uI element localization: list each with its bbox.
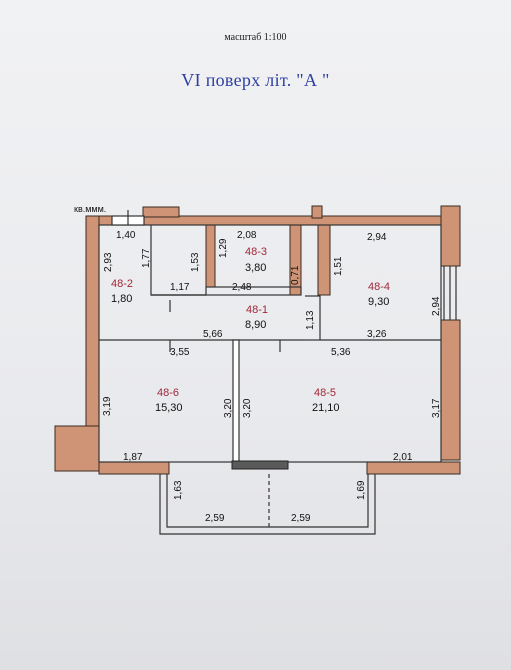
room-48-4-id: 48-4 bbox=[368, 281, 390, 293]
wall-top-notch bbox=[142, 206, 180, 218]
dim-1-13: 1,13 bbox=[305, 310, 316, 330]
dim-1-69: 1,69 bbox=[356, 480, 367, 500]
dim-3-55: 3,55 bbox=[170, 347, 190, 358]
dim-2-59-a: 2,59 bbox=[205, 513, 225, 524]
balcony-inner bbox=[166, 474, 369, 528]
room-48-6-area: 15,30 bbox=[155, 402, 183, 414]
room-48-4-area: 9,30 bbox=[368, 296, 389, 308]
room-48-2-id: 48-2 bbox=[111, 278, 133, 290]
room-48-6-id: 48-6 bbox=[157, 387, 179, 399]
room-48-1-area: 8,90 bbox=[245, 319, 266, 331]
room-48-1-id: 48-1 bbox=[246, 304, 268, 316]
wall-bottom-left bbox=[98, 461, 170, 475]
dim-3-20-b: 3,20 bbox=[242, 398, 253, 418]
dim-3-17: 3,17 bbox=[431, 398, 442, 418]
wall-left-block bbox=[54, 425, 100, 472]
wall-right-lower bbox=[440, 319, 461, 461]
dim-2-08: 2,08 bbox=[237, 230, 257, 241]
dim-0-71: 0,71 bbox=[290, 265, 301, 285]
wall-int-b bbox=[317, 224, 331, 296]
dim-2-94-top: 2,94 bbox=[367, 232, 387, 243]
dim-1-29: 1,29 bbox=[218, 238, 229, 258]
dim-3-20-a: 3,20 bbox=[223, 398, 234, 418]
dim-2-59-b: 2,59 bbox=[291, 513, 311, 524]
dim-2-93: 2,93 bbox=[103, 252, 114, 272]
scale-label: масштаб 1:100 bbox=[224, 32, 287, 43]
part-3 bbox=[205, 286, 302, 296]
dim-1-63: 1,63 bbox=[173, 480, 184, 500]
dim-2-01: 2,01 bbox=[393, 452, 413, 463]
kv-label: кв.ммм. bbox=[74, 204, 106, 214]
dim-5-66: 5,66 bbox=[203, 329, 223, 340]
dim-1-77: 1,77 bbox=[141, 248, 152, 268]
partitions bbox=[98, 210, 457, 535]
floor-title: VI поверх літ. "А " bbox=[181, 70, 330, 90]
dim-1-87: 1,87 bbox=[123, 452, 143, 463]
dim-2-94-right: 2,94 bbox=[431, 296, 442, 316]
dim-1-40: 1,40 bbox=[116, 230, 136, 241]
lintel bbox=[231, 460, 289, 470]
room-48-5-area: 21,10 bbox=[312, 402, 340, 414]
wall-int-a bbox=[205, 224, 216, 288]
wall-bottom-right bbox=[366, 461, 461, 475]
room-48-5-id: 48-5 bbox=[314, 387, 336, 399]
balcony-outer bbox=[159, 474, 376, 535]
dim-3-19: 3,19 bbox=[102, 396, 113, 416]
wall-top-post bbox=[311, 205, 323, 219]
dim-1-53: 1,53 bbox=[190, 252, 201, 272]
wall-right-upper bbox=[440, 205, 461, 267]
room-48-2-area: 1,80 bbox=[111, 293, 132, 305]
dim-2-48: 2,48 bbox=[232, 282, 252, 293]
wall-left bbox=[85, 215, 100, 427]
room-48-3-area: 3,80 bbox=[245, 262, 266, 274]
dim-1-17: 1,17 bbox=[170, 282, 190, 293]
dim-1-51: 1,51 bbox=[333, 256, 344, 276]
dim-5-36: 5,36 bbox=[331, 347, 351, 358]
dim-3-26: 3,26 bbox=[367, 329, 387, 340]
room-48-3-id: 48-3 bbox=[245, 246, 267, 258]
